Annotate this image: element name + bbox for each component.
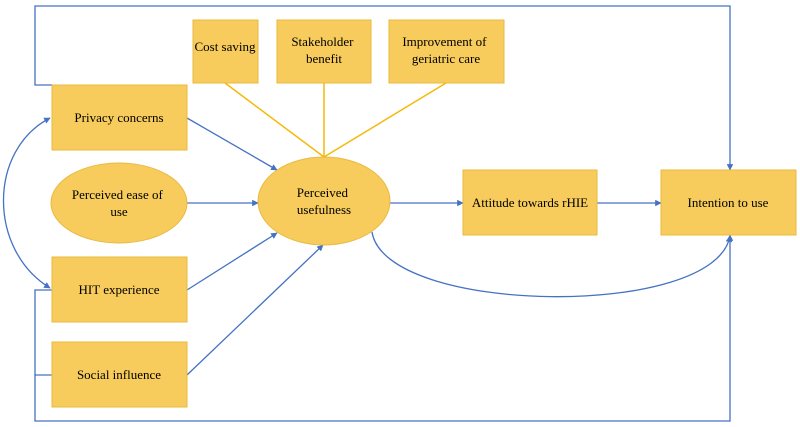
edge-social-to-intention	[34, 234, 734, 422]
cost-saving-label: Cost saving	[194, 39, 256, 54]
privacy-concerns-label: Privacy concerns	[74, 110, 163, 125]
edge-usefulness-to-intention-curve	[371, 231, 733, 298]
edge-privacy-hit-correlation	[2, 117, 51, 289]
privacy-concerns-box	[51, 84, 188, 151]
perceived-usefulness-label: Perceived usefulness	[297, 185, 352, 217]
moderator-line-cost-saving	[224, 82, 325, 158]
perceived-ease-of-use-label-line-2: use	[110, 204, 128, 219]
social-influence-label-line: Social influence	[77, 367, 161, 382]
perceived-ease-of-use-ellipse	[50, 162, 188, 244]
moderator-line-geriatric-care	[323, 82, 447, 158]
perceived-ease-of-use-label: Perceived ease of use	[72, 187, 166, 219]
social-influence-label: Social influence	[77, 367, 161, 382]
edge-privacy-to-usefulness	[186, 117, 278, 171]
intention-to-use-box	[660, 169, 797, 236]
attitude-towards-rhie-label: Attitude towards rHIE	[472, 195, 588, 210]
edge-privacy-to-intention	[34, 5, 734, 171]
attitude-towards-rhie-label-line: Attitude towards rHIE	[472, 195, 588, 210]
privacy-concerns-label-line: Privacy concerns	[74, 110, 163, 125]
stakeholder-benefit-label: Stakeholder benefit	[291, 34, 356, 66]
perceived-usefulness-label-line-1: Perceived	[297, 185, 349, 200]
social-influence-box	[51, 341, 188, 408]
perceived-usefulness-label-line-2: usefulness	[297, 202, 351, 217]
improvement-geriatric-care-label: Improvement of geriatric care	[402, 34, 489, 66]
cost-saving-box	[192, 19, 259, 84]
intention-to-use-label: Intention to use	[688, 195, 769, 210]
hit-experience-label: HIT experience	[79, 282, 160, 297]
edge-hit-to-bottom-loop	[34, 289, 52, 375]
improvement-geriatric-care-label-line-2: geriatric care	[412, 51, 480, 66]
edge-social-to-usefulness	[186, 244, 324, 376]
cost-saving-label-line: Cost saving	[194, 39, 256, 54]
edge-hit-to-usefulness	[186, 232, 278, 291]
attitude-towards-rhie-box	[462, 169, 598, 236]
perceived-ease-of-use-label-line-1: Perceived ease of	[72, 187, 164, 202]
stakeholder-benefit-box	[276, 19, 372, 84]
improvement-geriatric-care-label-line-1: Improvement of	[402, 34, 487, 49]
hit-experience-box	[51, 256, 188, 323]
perceived-usefulness-ellipse	[257, 156, 391, 246]
intention-to-use-label-line: Intention to use	[688, 195, 769, 210]
stakeholder-benefit-label-line-2: benefit	[306, 51, 342, 66]
hit-experience-label-line: HIT experience	[79, 282, 160, 297]
improvement-geriatric-care-box	[388, 19, 505, 84]
stakeholder-benefit-label-line-1: Stakeholder	[291, 34, 354, 49]
